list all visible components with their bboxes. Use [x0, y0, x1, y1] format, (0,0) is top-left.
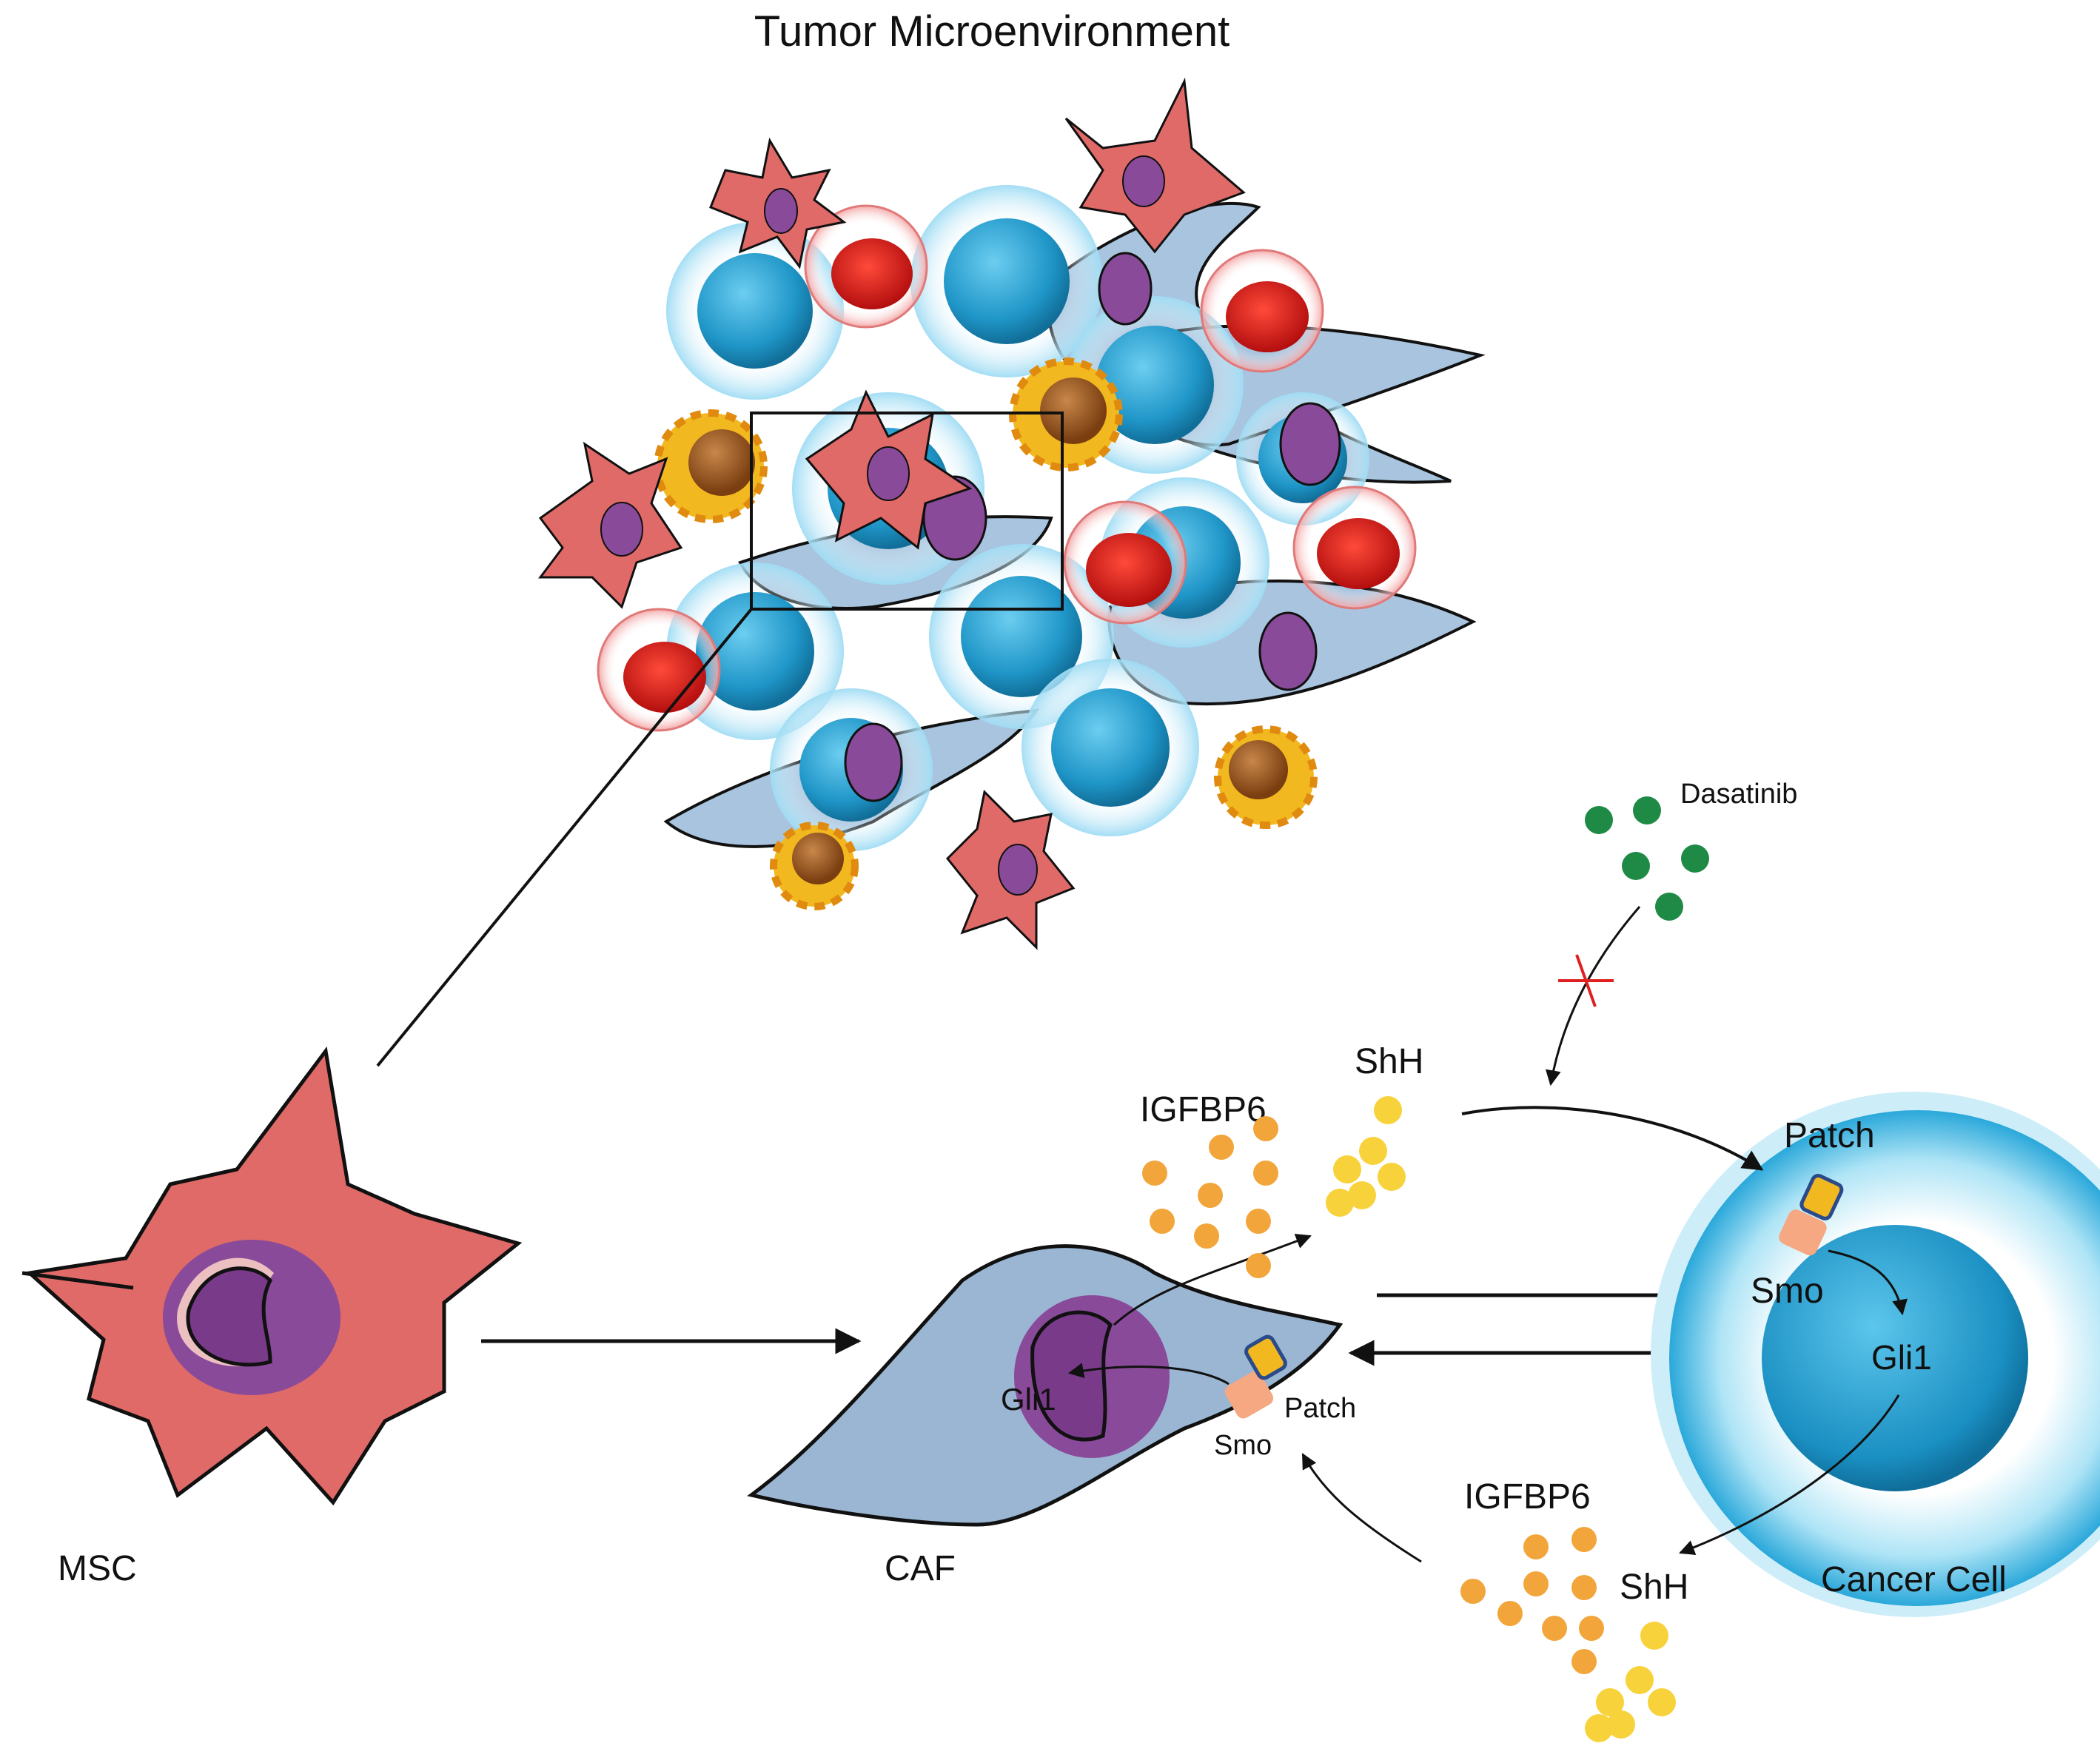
cancer-patch-receptor — [1799, 1174, 1844, 1220]
cancer-cell — [1651, 1092, 2100, 1617]
zoom-connector-line — [376, 608, 753, 1067]
cluster-nuclei — [844, 252, 1341, 802]
igfbp6-bottom-dots — [1460, 1527, 1604, 1674]
igfbp6-bottom-label: IGFBP6 — [1464, 1477, 1591, 1517]
caf-patch-receptor — [1244, 1334, 1287, 1380]
cancer-gli1-to-shh-arrow — [1679, 1394, 1900, 1555]
caf-smo-to-gli1-arrow — [1067, 1363, 1230, 1386]
dasatinib-inhibition-arrow — [1545, 906, 1641, 1087]
igfbp6-top-label: IGFBP6 — [1140, 1090, 1267, 1129]
cancer-smo-label: Smo — [1751, 1272, 1824, 1311]
msc-cell — [21, 1046, 523, 1506]
inhibition-x-mark — [1558, 954, 1614, 1007]
igfbp6-top-dots — [1142, 1116, 1278, 1278]
msc-label: MSC — [58, 1549, 137, 1588]
cancer-patch-label: Patch — [1784, 1116, 1875, 1155]
dasatinib-label: Dasatinib — [1680, 779, 1797, 810]
caf-label: CAF — [885, 1549, 956, 1588]
shh-bottom-label: ShH — [1620, 1568, 1688, 1607]
shh-to-cancer-patch-arrow — [1461, 1106, 1764, 1171]
cancer-cell-label: Cancer Cell — [1821, 1560, 2007, 1599]
shh-to-caf-smo-arrow — [1301, 1453, 1422, 1563]
shh-top-label: ShH — [1355, 1042, 1423, 1081]
dasatinib-dots — [1585, 796, 1709, 921]
caf-smo-receptor — [1224, 1371, 1274, 1419]
caf-gli1-secretion-arrow — [1113, 1233, 1312, 1326]
zoom-box — [750, 412, 1064, 611]
cluster-red-blood-cells — [597, 204, 1417, 732]
cancer-smo-to-gli1-arrow — [1828, 1249, 1908, 1316]
diagram-title: Tumor Microenvironment — [754, 7, 1230, 56]
caf-smo-label: Smo — [1214, 1430, 1272, 1461]
caf-gli1-label: Gli1 — [1001, 1382, 1056, 1417]
cancer-gli1-label: Gli1 — [1871, 1338, 1932, 1377]
shh-top-dots — [1326, 1096, 1406, 1217]
tumor-cluster — [538, 77, 1486, 950]
cluster-msc-cells — [538, 77, 1246, 950]
cancer-smo-receptor — [1779, 1209, 1827, 1256]
caf-patch-label: Patch — [1284, 1393, 1356, 1424]
cluster-immune-cells — [654, 357, 1318, 910]
shh-bottom-dots — [1585, 1622, 1676, 1742]
